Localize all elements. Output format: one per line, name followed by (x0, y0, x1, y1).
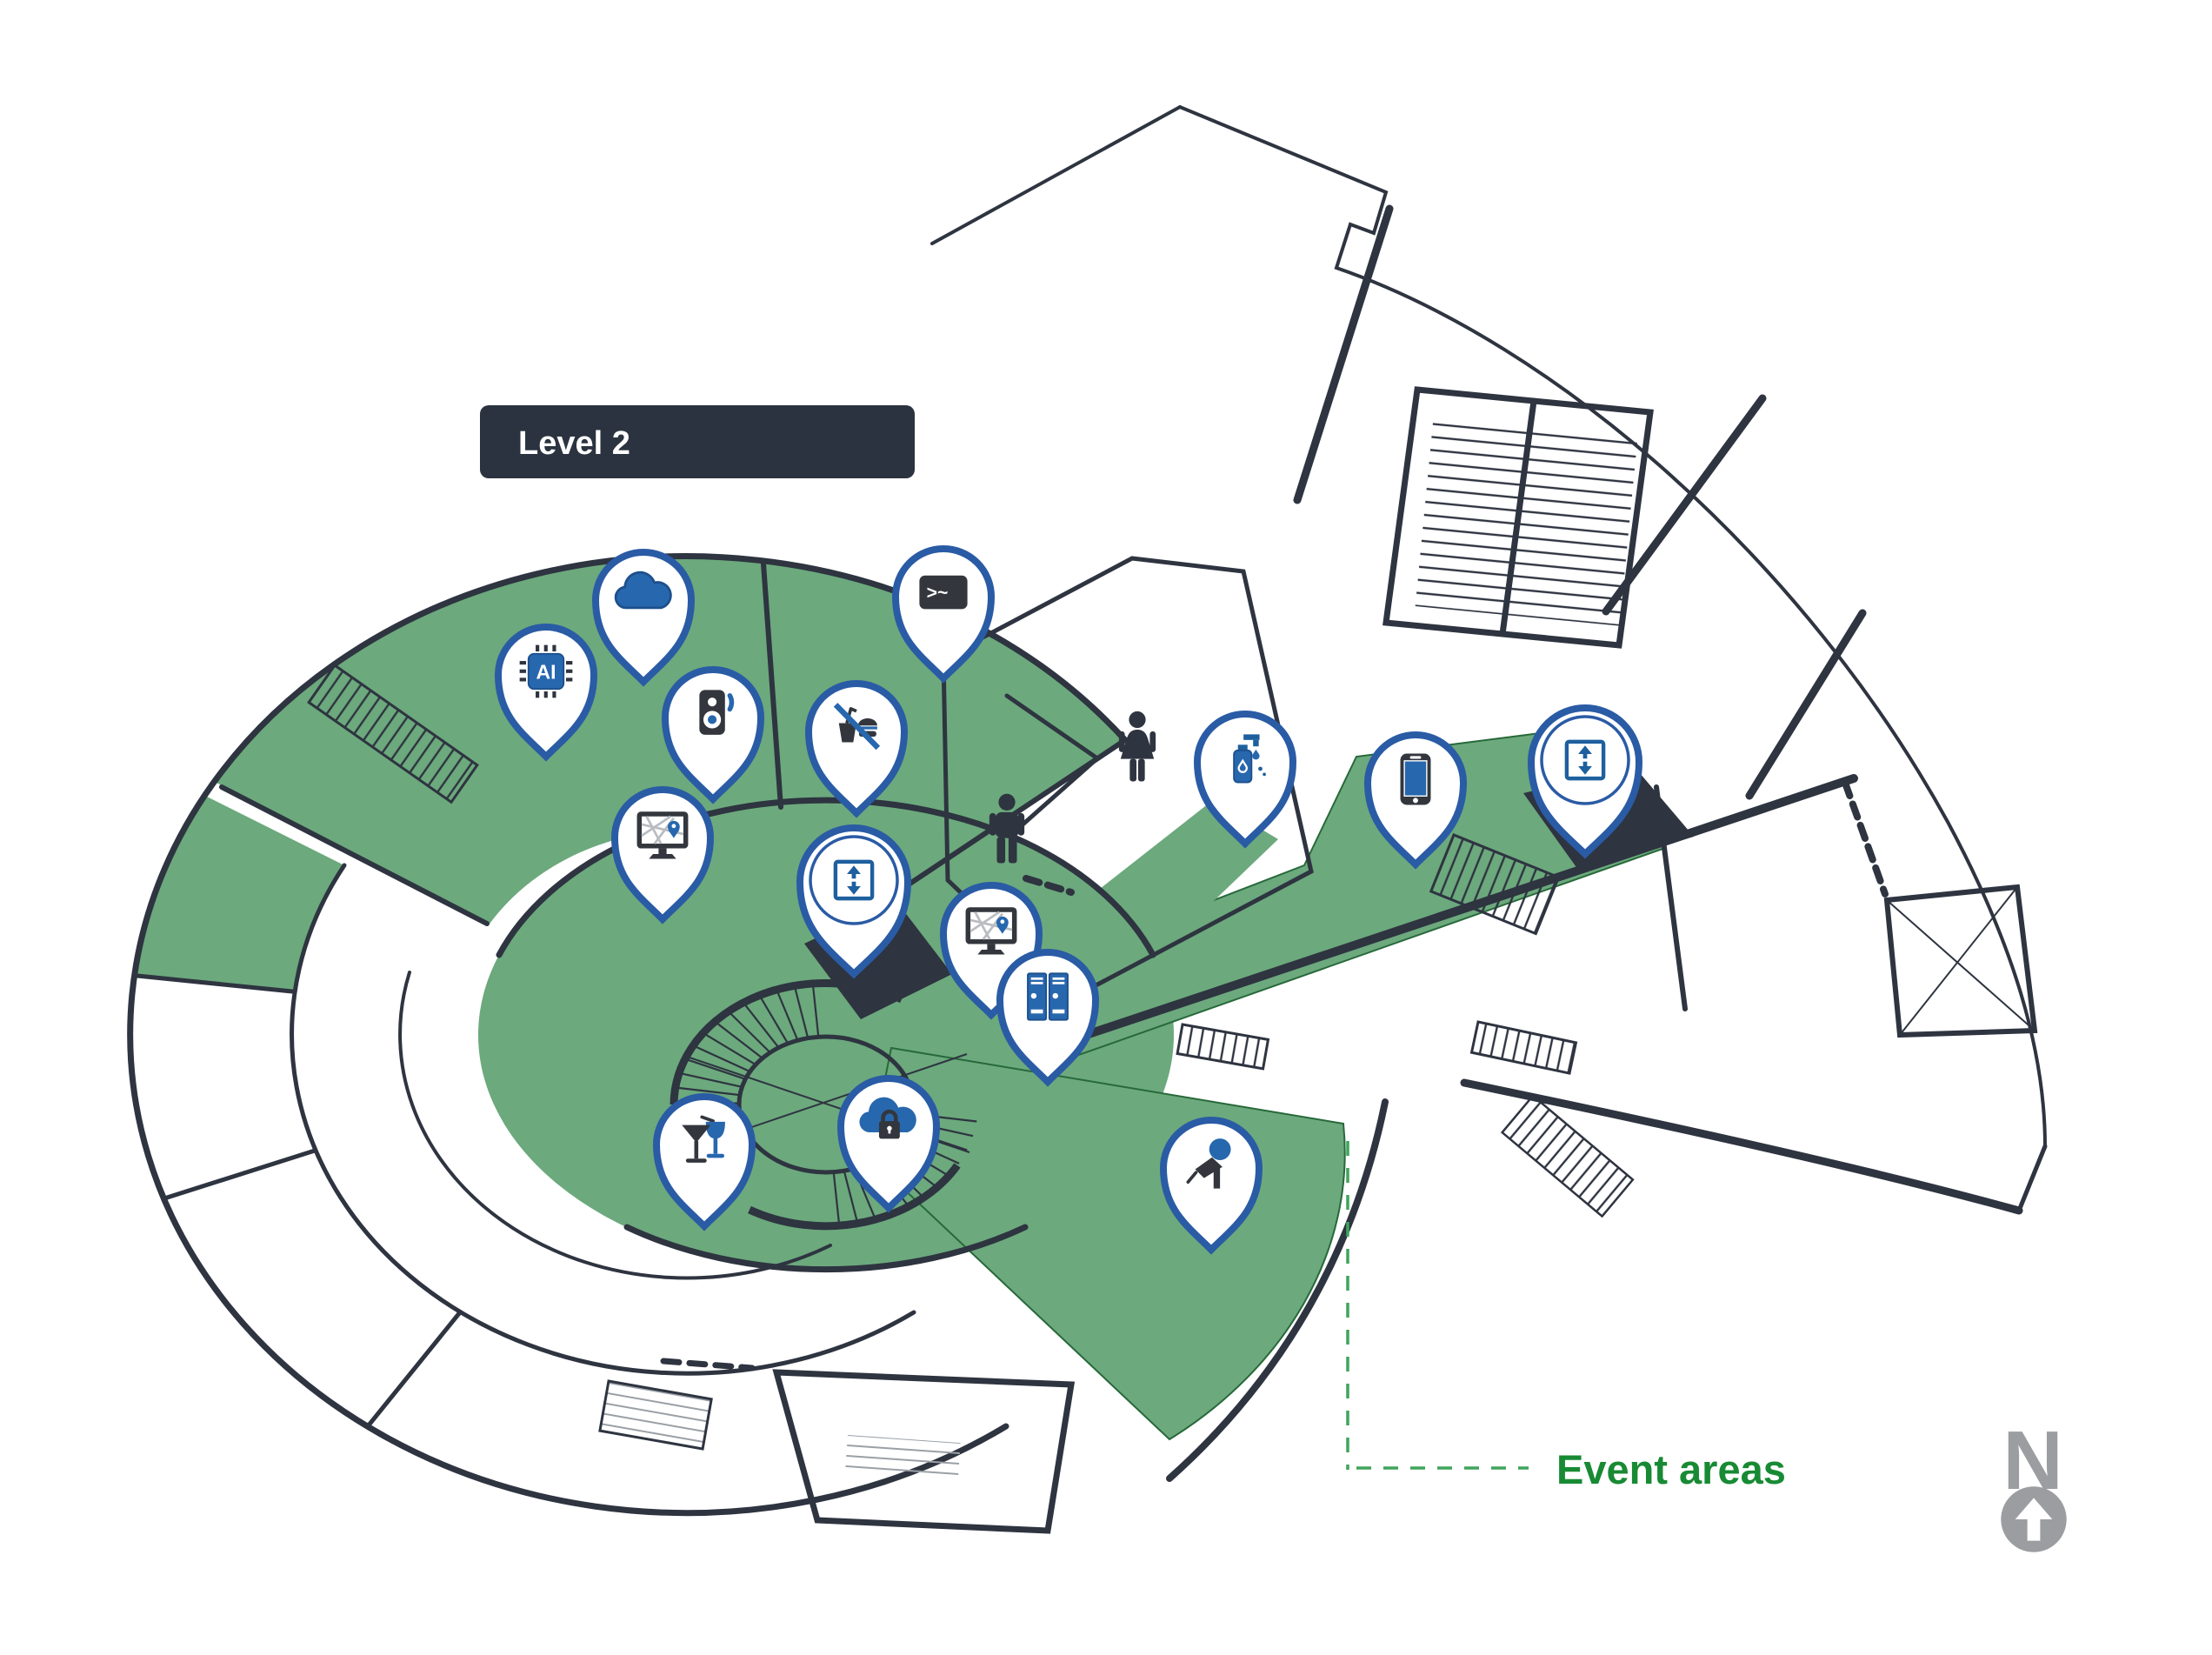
microphone-pin[interactable] (1159, 1117, 1263, 1255)
elevator-pin[interactable] (796, 824, 912, 979)
elevator-pin[interactable] (1527, 704, 1643, 859)
north-arrow-icon (2001, 1486, 2067, 1552)
staircases (307, 422, 1637, 1479)
speaker-pin[interactable] (661, 666, 765, 804)
terminal-icon (919, 575, 968, 610)
floor-label-text: Level 2 (518, 425, 630, 462)
legend-leader-line (1346, 1141, 1529, 1470)
lockers-pin[interactable] (996, 949, 1100, 1087)
woman-icon (1118, 711, 1156, 782)
map-kiosk-pin[interactable] (610, 786, 715, 924)
no-food-drink-pin[interactable] (804, 680, 909, 818)
terminal-pin[interactable] (891, 545, 996, 684)
legend: Event areas (1346, 1141, 1786, 1492)
event-area-left-wedge (135, 796, 344, 993)
smartphone-icon (1399, 752, 1432, 806)
floor-label: Level 2 (480, 405, 915, 478)
central-stair (670, 979, 977, 1231)
cloud-lock-pin[interactable] (836, 1075, 941, 1213)
legend-label: Event areas (1556, 1446, 1786, 1492)
smartphone-pin[interactable] (1363, 731, 1468, 870)
compass: N (2001, 1414, 2067, 1552)
water-refill-pin[interactable] (1193, 711, 1297, 849)
map-pins (494, 545, 1643, 1255)
cloud-pin[interactable] (591, 549, 696, 687)
ai-chip-pin[interactable] (494, 624, 598, 762)
left-building-walls (127, 553, 1156, 1534)
cocktail-pin[interactable] (652, 1093, 756, 1231)
